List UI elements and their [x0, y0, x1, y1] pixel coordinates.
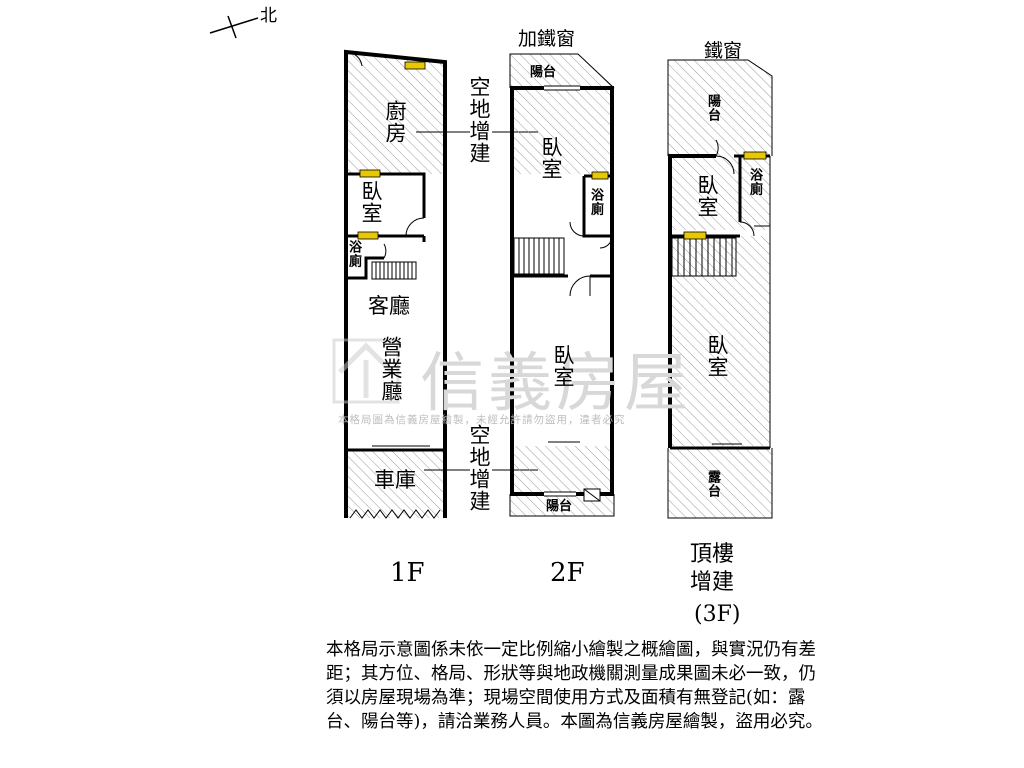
f1-floor-label: 1F [390, 558, 425, 588]
f3-balcony-label: 陽台 [705, 94, 720, 122]
f3-top-note: 鐵窗 [704, 40, 743, 62]
f1-kitchen-label: 廚房 [383, 100, 407, 144]
f3-floor-label-line1: 頂樓 [690, 542, 735, 567]
floor-2-plan [509, 53, 615, 517]
f1-living-label: 客廳 [368, 294, 410, 318]
north-arrow-icon [209, 15, 259, 39]
floor-3-plan [667, 59, 773, 519]
f3-floor-label-line2: 增建 [690, 570, 735, 595]
f2-top-note: 加鐵窗 [518, 28, 576, 50]
vacant-addition-top-label: 空地增建 [467, 76, 491, 164]
f1-bath-label: 浴廁 [346, 240, 361, 268]
f3-bedroom-big-label: 臥室 [705, 334, 729, 378]
f2-bath-label: 浴廁 [588, 188, 603, 216]
watermark-notice: 本格局圖為信義房屋繪製，未經允許請勿盜用，違者必究 [338, 414, 626, 426]
north-label: 北 [260, 6, 277, 26]
vacant-addition-bottom-label: 空地增建 [467, 424, 491, 512]
f1-bedroom-label: 臥室 [359, 180, 383, 224]
f2-balcony-bottom-label: 陽台 [546, 499, 573, 514]
f3-bath-label: 浴廁 [747, 168, 762, 196]
f2-bedroom-front-label: 臥室 [539, 136, 563, 180]
f3-floor-label-line3: (3F) [694, 602, 741, 627]
f2-floor-label: 2F [550, 558, 585, 588]
brand-logo-icon [332, 338, 400, 404]
f2-balcony-top-label: 陽台 [530, 65, 557, 80]
f1-business-label: 營業廳 [379, 336, 403, 402]
f3-bedroom-small-label: 臥室 [695, 174, 719, 218]
f3-terrace-label: 露台 [705, 470, 720, 498]
disclaimer-text: 本格局示意圖係未依一定比例縮小繪製之概繪圖，與實況仍有差距；其方位、格局、形狀等… [326, 640, 823, 732]
f2-bedroom-back-label: 臥室 [551, 344, 575, 388]
floor-1-plan [344, 49, 447, 519]
watermark-brand: 信義房屋 [420, 347, 692, 421]
f1-garage-label: 車庫 [374, 468, 416, 492]
